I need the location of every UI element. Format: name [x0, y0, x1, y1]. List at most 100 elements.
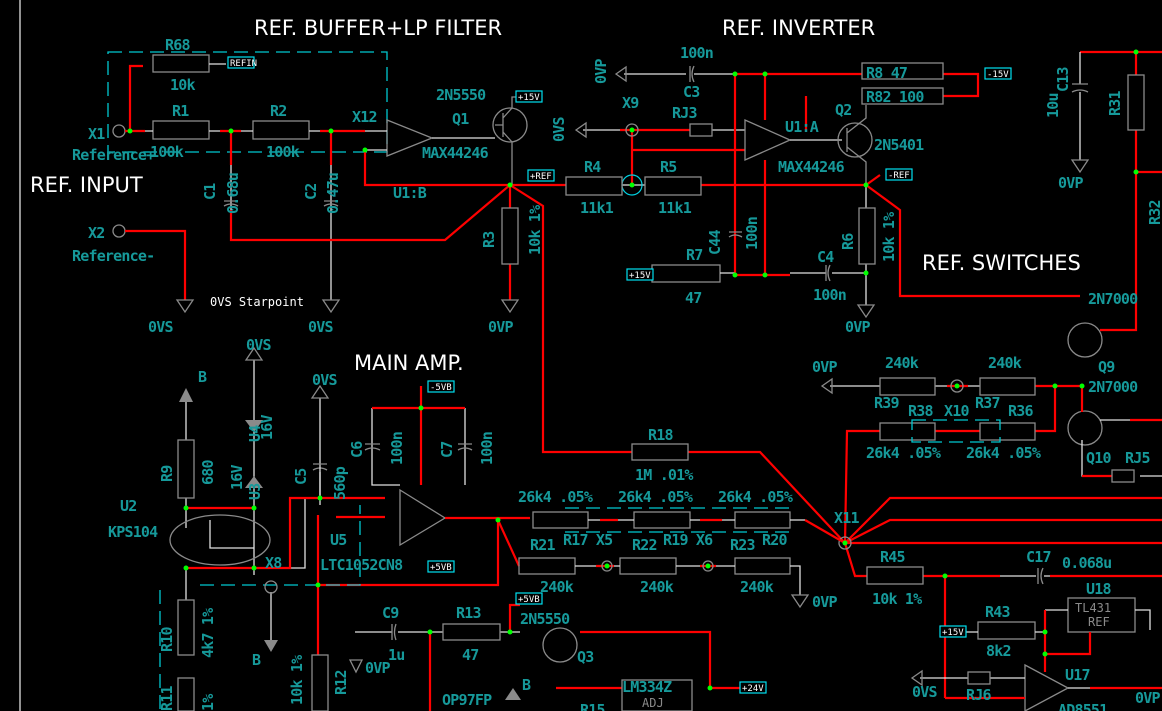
section-title-ref-input: REF. INPUT — [30, 173, 143, 197]
resistor-r3[interactable] — [501, 207, 519, 265]
label-b: B — [522, 676, 531, 694]
resistor-r9[interactable] — [177, 439, 195, 499]
label-r1: R1 — [172, 102, 189, 120]
label-r39-val: 240k — [885, 354, 919, 372]
label-r23: R23 — [730, 536, 755, 554]
opamp-u5[interactable] — [399, 488, 447, 547]
label-q10: Q10 — [1086, 449, 1111, 467]
resistor-r18[interactable] — [631, 443, 689, 461]
terminal[interactable] — [264, 580, 278, 594]
opamp-u1b[interactable] — [386, 119, 434, 157]
mosfet-q10[interactable] — [1067, 410, 1103, 446]
resistor-r8[interactable] — [861, 62, 944, 80]
net-tag-label: +5VB — [430, 563, 452, 573]
capacitor-c4[interactable] — [825, 264, 831, 282]
resistor-r38[interactable] — [879, 422, 936, 441]
resistor-r13[interactable] — [442, 623, 501, 641]
label-r17-x5: R17 X5 — [563, 531, 613, 549]
resistor-r20[interactable] — [734, 511, 791, 529]
label-q9-type: 2N7000 — [1088, 290, 1138, 308]
label-gnd-0vs: 0VS — [148, 318, 173, 336]
ic-u18[interactable] — [1067, 597, 1136, 633]
resistor-r39[interactable] — [879, 377, 936, 396]
label-r20-val: 26k4 .05% — [718, 488, 793, 506]
resistor-r68[interactable] — [152, 54, 210, 73]
resistor-r36[interactable] — [979, 422, 1036, 441]
label-r2: R2 — [270, 102, 286, 120]
x11-terminal[interactable] — [838, 536, 852, 550]
label-u2-type: KPS104 — [108, 523, 158, 541]
zener-u4[interactable] — [245, 420, 263, 432]
wire-net — [363, 150, 846, 544]
zener-u3[interactable] — [245, 476, 263, 488]
opamp-u17[interactable] — [1024, 663, 1070, 711]
resistor-r37[interactable] — [979, 377, 1036, 396]
jumper-rj3[interactable] — [689, 123, 713, 137]
x5-terminal[interactable] — [601, 560, 613, 572]
resistor-r1[interactable] — [152, 120, 210, 140]
resistor-r45[interactable] — [866, 566, 924, 585]
x9-terminal[interactable] — [625, 123, 639, 137]
resistor-r11[interactable] — [177, 677, 195, 711]
resistor-r23[interactable] — [734, 557, 791, 575]
net-tag-refin: REFIN — [227, 56, 257, 69]
section-title-ref-buffer: REF. BUFFER+LP FILTER — [254, 16, 502, 40]
capacitor-c13[interactable] — [1071, 83, 1089, 93]
label-r9: R9 — [158, 465, 176, 482]
label-u1b: U1:B — [393, 184, 427, 202]
capacitor-c1-c2[interactable] — [223, 200, 339, 207]
label-c9: C9 — [382, 604, 399, 622]
optocoupler-u2[interactable] — [169, 514, 271, 566]
label-c4: C4 — [817, 248, 834, 266]
resistor-r10[interactable] — [177, 599, 195, 656]
capacitor-c3[interactable] — [689, 65, 695, 83]
resistor-r5[interactable] — [644, 176, 702, 196]
resistor-r31[interactable] — [1127, 74, 1145, 131]
capacitor-c9[interactable] — [391, 623, 397, 641]
jumper-rj5[interactable] — [1111, 469, 1135, 483]
resistor-r7[interactable] — [651, 264, 721, 283]
label-r10: R10 — [158, 627, 176, 652]
resistor-r4[interactable] — [565, 176, 623, 196]
transistor-q2-pins — [846, 105, 867, 185]
label-rj3: RJ3 — [672, 104, 697, 122]
transistor-q3[interactable] — [542, 627, 578, 663]
label-r68-val: 10k — [170, 76, 195, 94]
x6-terminal[interactable] — [702, 560, 714, 572]
mosfet-q9[interactable] — [1067, 322, 1103, 358]
ic-lm334z[interactable] — [621, 679, 693, 711]
resistor-r12[interactable] — [311, 654, 329, 711]
label-r37-val: 240k — [988, 354, 1022, 372]
label-r8: R8 47 — [866, 64, 907, 82]
label-gnd-0vp: 0VP — [1058, 174, 1083, 192]
guard-dashed-line — [565, 507, 790, 533]
label-c6-val: 100n — [388, 432, 406, 465]
net-tag-p5vb: +5VB — [515, 592, 543, 605]
capacitor-c44[interactable] — [728, 231, 743, 238]
resistor-r21[interactable] — [518, 557, 576, 575]
resistor-r22[interactable] — [619, 557, 677, 575]
capacitor-c6-c7[interactable] — [364, 443, 473, 451]
jumper-rj6[interactable] — [967, 671, 991, 685]
transistor-q1[interactable] — [492, 107, 528, 143]
label-q2: Q2 — [835, 101, 851, 119]
capacitor-c17[interactable] — [1037, 567, 1044, 585]
x1-terminal[interactable] — [112, 124, 126, 138]
transistor-q2[interactable] — [837, 122, 873, 158]
opamp-u1a[interactable] — [744, 118, 792, 162]
b-arrow-up — [179, 388, 193, 402]
guard-dashed-box — [911, 419, 1001, 443]
resistor-r19[interactable] — [633, 511, 691, 529]
resistor-r2[interactable] — [252, 120, 310, 140]
net-tag-label: -15V — [987, 70, 1009, 80]
resistor-r82[interactable] — [861, 87, 944, 105]
label-gnd-0vs: 0VS — [912, 683, 937, 701]
label-c17-val: 0.068u — [1062, 554, 1111, 572]
transistor-q1-pins — [495, 96, 516, 185]
wire — [920, 677, 1090, 689]
x10-terminal[interactable] — [950, 379, 964, 393]
resistor-r17[interactable] — [532, 511, 589, 529]
x2-terminal[interactable] — [112, 224, 126, 238]
resistor-r6[interactable] — [858, 207, 876, 265]
resistor-r43[interactable] — [977, 621, 1036, 640]
